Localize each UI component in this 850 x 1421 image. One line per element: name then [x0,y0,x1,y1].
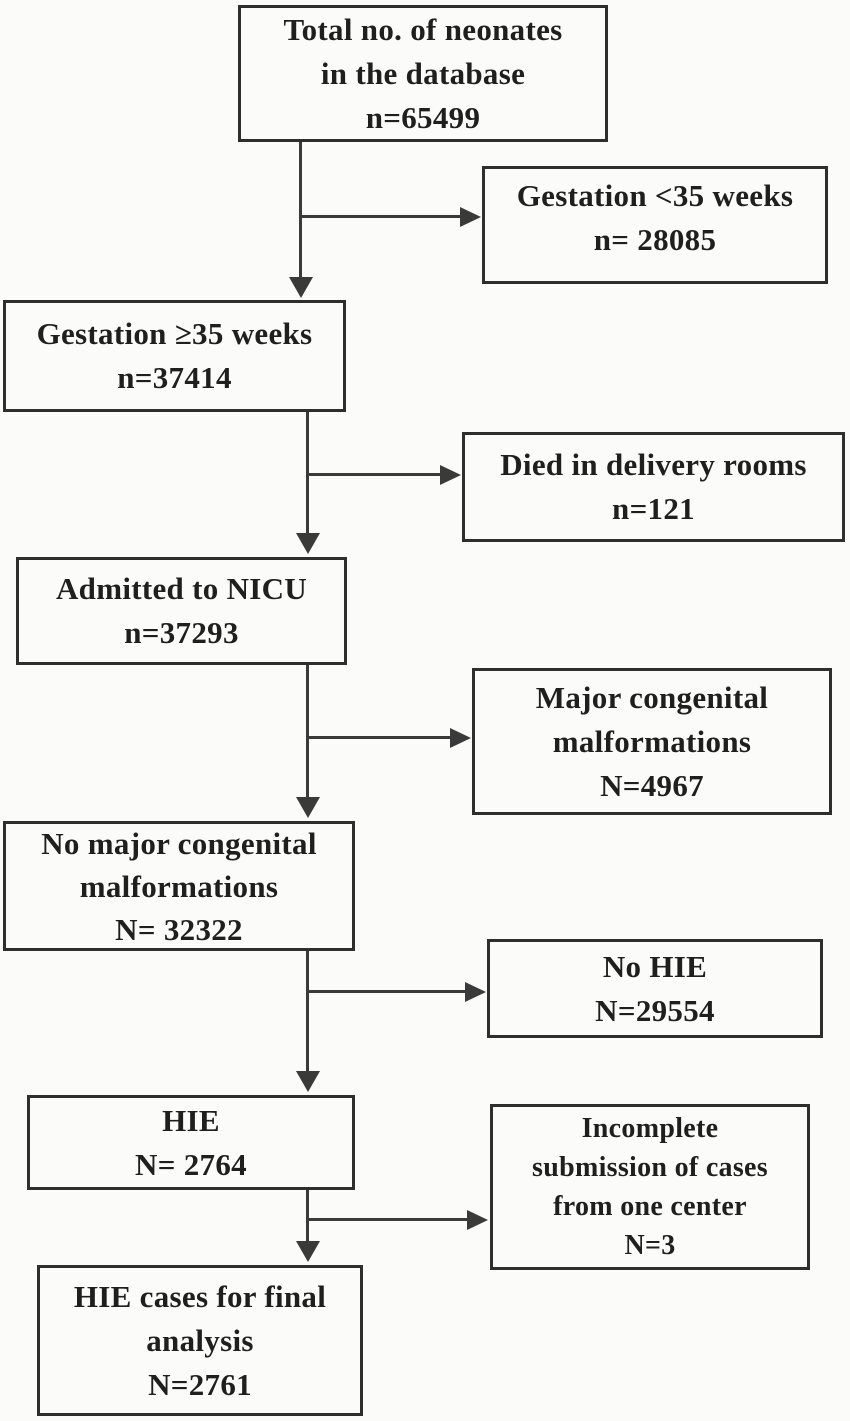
box-text-line: HIE [162,1102,220,1138]
arrowhead-down-icon [296,797,320,818]
connector-line-vertical [306,1190,309,1241]
box-text-line: HIE cases for final [73,1278,327,1314]
arrowhead-right-icon [467,1210,488,1230]
connector-line-horizontal [307,473,441,476]
box-text-line: malformations [79,868,279,904]
box-count: n=37293 [124,615,239,650]
box-text-line: from one center [553,1191,747,1222]
flow-box-incomplete-submission: Incomplete submission of cases from one … [490,1104,810,1270]
arrowhead-right-icon [440,465,461,485]
box-text-line: Major congenital [535,679,769,715]
flow-box-gestation-ge35: Gestation ≥35 weeks n=37414 [3,300,346,412]
box-text-line: Gestation <35 weeks [516,178,794,213]
box-text-line: Admitted to NICU [55,571,308,606]
flow-box-final-analysis: HIE cases for final analysis N=2761 [37,1265,363,1416]
connector-line-vertical [306,665,309,797]
flow-box-died-delivery-rooms: Died in delivery rooms n=121 [462,432,845,542]
box-count: N=29554 [595,992,715,1028]
arrowhead-down-icon [296,533,320,554]
flow-box-hie: HIE N= 2764 [27,1095,355,1190]
arrowhead-right-icon [460,207,481,227]
connector-line-horizontal [307,1218,468,1221]
box-text-line: analysis [146,1322,254,1358]
box-text-line: Gestation ≥35 weeks [36,316,313,351]
flow-box-no-hie: No HIE N=29554 [487,939,823,1038]
box-text-line: in the database [320,55,526,91]
arrowhead-down-icon [296,1241,320,1262]
box-text-line: Died in delivery rooms [500,447,807,482]
connector-line-vertical [306,412,309,533]
connector-line-vertical [306,951,309,1071]
box-count: n=37414 [117,360,232,395]
box-count: n=121 [612,491,695,526]
box-text-line: No HIE [602,948,708,984]
arrowhead-right-icon [465,982,486,1002]
arrowhead-down-icon [289,277,313,298]
box-count: N= 2764 [135,1146,247,1182]
box-count: N=4967 [600,767,704,803]
box-count: N= 32322 [115,911,243,947]
flow-box-total-neonates: Total no. of neonates in the database n=… [238,5,608,142]
flow-box-admitted-nicu: Admitted to NICU n=37293 [16,557,347,665]
box-text-line: submission of cases [532,1152,768,1183]
box-text-line: Incomplete [581,1113,719,1144]
arrowhead-right-icon [450,728,471,748]
box-text-line: Total no. of neonates [283,11,563,47]
flow-box-gestation-lt35: Gestation <35 weeks n= 28085 [482,166,828,284]
connector-line-horizontal [307,736,451,739]
box-text-line: No major congenital [41,825,317,861]
box-count: N=2761 [148,1366,252,1402]
connector-line-horizontal [300,215,460,218]
flow-box-no-major-malformations: No major congenital malformations N= 323… [3,821,355,951]
connector-line-horizontal [307,990,466,993]
connector-line-vertical [299,142,302,277]
arrowhead-down-icon [296,1071,320,1092]
flow-box-major-malformations: Major congenital malformations N=4967 [472,668,832,815]
box-count: n=65499 [365,99,481,135]
box-count: n= 28085 [593,222,717,257]
box-count: N=3 [624,1230,676,1261]
box-text-line: malformations [552,723,752,759]
